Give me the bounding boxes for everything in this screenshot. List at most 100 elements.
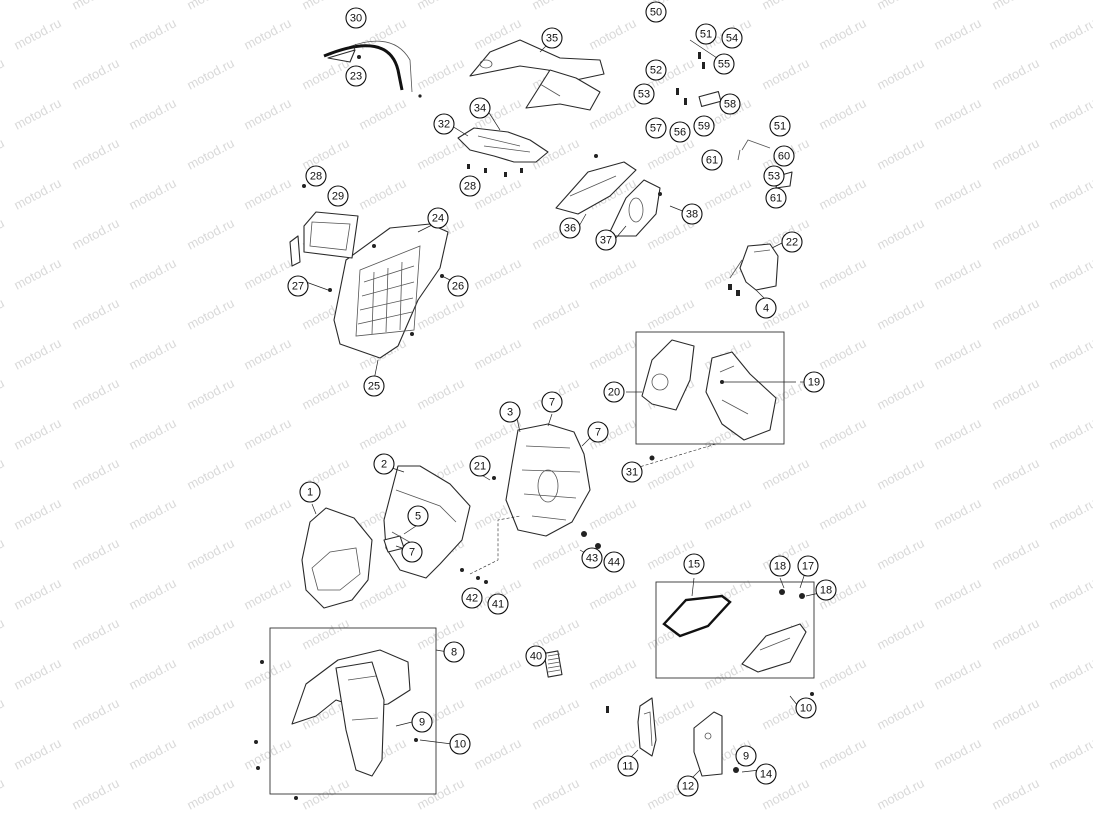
callout-51: 51 [695, 23, 717, 45]
callout-number: 57 [650, 123, 662, 135]
watermark-text: motod.ru [874, 135, 926, 172]
watermark-text: motod.ru [874, 775, 926, 812]
callout-number: 35 [546, 33, 558, 45]
callout-number: 51 [774, 121, 786, 133]
callout-53: 53 [633, 83, 655, 105]
callout-circle [677, 775, 699, 797]
callout-18: 18 [815, 579, 837, 601]
watermark-text: motod.ru [299, 135, 351, 172]
callout-number: 7 [409, 547, 415, 559]
callout-number: 44 [608, 557, 620, 569]
watermark-text: motod.ru [816, 335, 868, 372]
callout-circle [541, 391, 563, 413]
callout-50: 50 [645, 1, 667, 23]
callout-number: 36 [564, 223, 576, 235]
watermark-text: motod.ru [874, 455, 926, 492]
callout-27: 27 [287, 275, 309, 297]
watermark-text: motod.ru [414, 135, 466, 172]
callout-number: 52 [650, 65, 662, 77]
watermark-text: motod.ru [356, 415, 408, 452]
callout-number: 7 [595, 427, 601, 439]
watermark-text: motod.ru [126, 255, 178, 292]
callout-circle [487, 593, 509, 615]
watermark-text: motod.ru [184, 455, 236, 492]
callout-circle [447, 275, 469, 297]
callout-circle [621, 461, 643, 483]
callout-circle [559, 217, 581, 239]
watermark-text: motod.ru [874, 215, 926, 252]
callout-53: 53 [763, 165, 785, 187]
watermark-text: motod.ru [816, 15, 868, 52]
callout-circle [769, 115, 791, 137]
callout-1: 1 [299, 481, 321, 503]
callout-number: 4 [763, 303, 769, 315]
watermark-text: motod.ru [11, 495, 63, 532]
watermark-text: motod.ru [241, 655, 293, 692]
parts-layer [254, 39, 825, 800]
group-box-15 [655, 581, 815, 696]
callout-circle [781, 231, 803, 253]
callout-number: 61 [770, 193, 782, 205]
watermark-text: motod.ru [241, 735, 293, 772]
watermark-text: motod.ru [11, 255, 63, 292]
watermark-text: motod.ru [816, 95, 868, 132]
callout-23: 23 [345, 65, 367, 87]
watermark-text: motod.ru [529, 295, 581, 332]
callout-number: 15 [688, 559, 700, 571]
callout-19: 19 [803, 371, 825, 393]
callout-circle [299, 481, 321, 503]
callout-59: 59 [693, 115, 715, 137]
part-lower-panels [606, 697, 739, 777]
callout-circle [363, 375, 385, 397]
callout-number: 29 [332, 191, 344, 203]
watermark-text: motod.ru [931, 255, 983, 292]
callout-circle [645, 59, 667, 81]
callout-43: 43 [581, 547, 603, 569]
callout-circle [633, 83, 655, 105]
callout-number: 28 [464, 181, 476, 193]
callout-41: 41 [487, 593, 509, 615]
watermark-text: motod.ru [184, 375, 236, 412]
watermark-text: motod.ru [989, 775, 1041, 812]
callout-29: 29 [327, 185, 349, 207]
callout-30: 30 [345, 7, 367, 29]
watermark-text: motod.ru [414, 295, 466, 332]
watermark-text: motod.ru [701, 495, 753, 532]
callout-circle [769, 555, 791, 577]
watermark-text: motod.ru [0, 0, 7, 13]
watermark-text: motod.ru [816, 175, 868, 212]
watermark-text: motod.ru [816, 495, 868, 532]
watermark-text: motod.ru [184, 775, 236, 812]
watermark-text: motod.ru [126, 335, 178, 372]
callout-52: 52 [645, 59, 667, 81]
watermark-text: motod.ru [586, 495, 638, 532]
watermark-text: motod.ru [989, 215, 1041, 252]
watermark-text: motod.ru [816, 415, 868, 452]
watermark-text: motod.ru [471, 655, 523, 692]
watermark-text: motod.ru [414, 0, 466, 13]
part-grille [543, 650, 563, 678]
callout-number: 38 [686, 209, 698, 221]
callout-circle [411, 711, 433, 733]
callout-circle [449, 733, 471, 755]
callout-number: 22 [786, 237, 798, 249]
watermark-text: motod.ru [299, 0, 351, 13]
callout-22: 22 [781, 231, 803, 253]
callout-number: 10 [454, 739, 466, 751]
callout-number: 1 [307, 487, 313, 499]
callout-number: 60 [778, 151, 790, 163]
part-bracket [457, 127, 549, 177]
callout-61: 61 [765, 187, 787, 209]
watermark-text: motod.ru [69, 455, 121, 492]
callout-3: 3 [499, 401, 521, 423]
callout-circle [327, 185, 349, 207]
group-box-8 [254, 627, 437, 800]
part-side-panels [555, 154, 662, 237]
callout-number: 19 [808, 377, 820, 389]
watermark-text: motod.ru [816, 735, 868, 772]
watermark-text: motod.ru [241, 575, 293, 612]
callout-25: 25 [363, 375, 385, 397]
callout-number: 17 [802, 561, 814, 573]
callout-circle [815, 579, 837, 601]
